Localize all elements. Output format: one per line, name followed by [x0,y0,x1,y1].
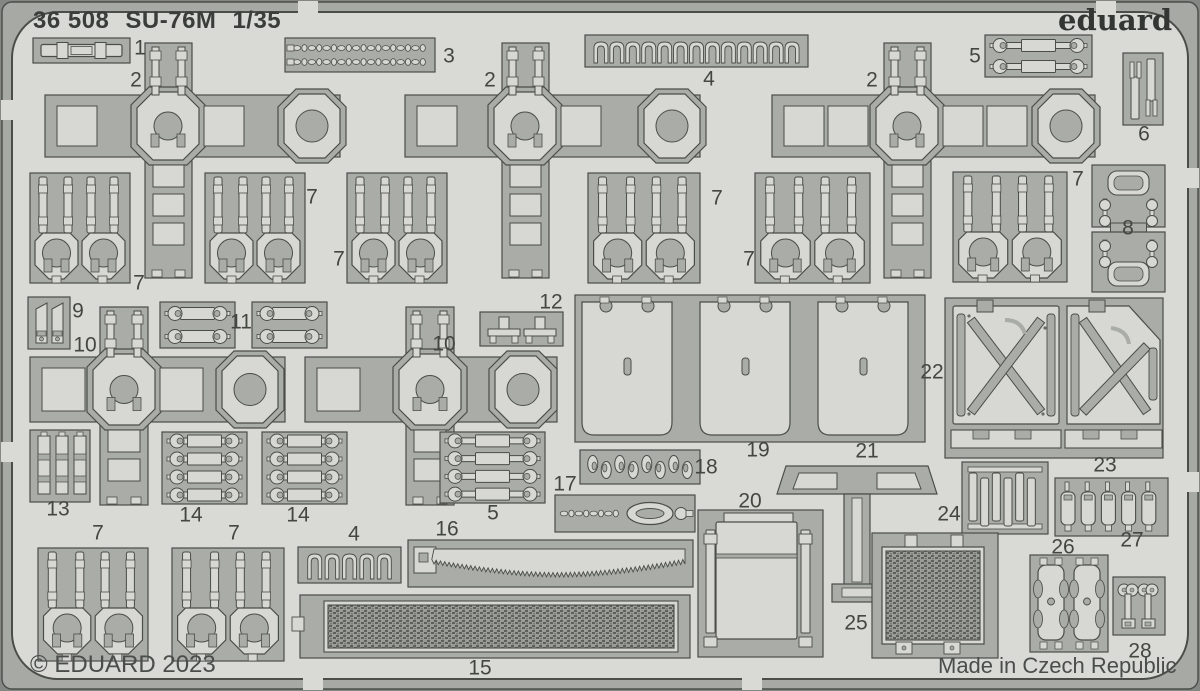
part-number-label: 17 [553,473,576,496]
part-7-group [346,172,448,284]
part-26-wavy-strips [1029,554,1109,653]
part-number-label: 14 [286,504,310,527]
part-number-label: 19 [746,439,769,462]
part-number-label: 7 [743,248,755,271]
part-19-doors [574,294,926,443]
part-number-label: 7 [1072,168,1084,191]
part-number-label: 23 [1093,454,1116,477]
part-number-label: 3 [443,45,455,68]
part-number-label: 15 [468,657,491,680]
part-number-label: 9 [72,300,84,323]
part-number-label: 7 [133,272,145,295]
part-number-label: 2 [484,69,496,92]
part-15-mesh-strip [291,594,691,659]
eduard-logo: eduard [1058,3,1173,37]
part-number-label: 10 [73,334,96,357]
part-14-turnbuckles [261,431,348,505]
part-3-chains [284,37,436,73]
part-number-label: 6 [1138,123,1150,146]
part-18-hooks [579,449,701,485]
part-number-label: 7 [333,248,345,271]
part-11-turnbuckles [159,301,236,349]
part-28-keys [1112,576,1166,636]
part-number-label: 2 [866,69,878,92]
part-9-blades [27,296,71,350]
part-number-label: 1 [134,37,146,60]
copyright-text: © EDUARD 2023 [30,651,216,678]
sheet-code: 36 508 [33,7,110,34]
part-20-frame [697,509,824,658]
part-11-turnbuckles [251,301,328,349]
part-21-tee [776,465,938,603]
part-8-ladder [1091,222,1166,293]
part-10-cross [304,306,558,506]
part-number-label: 7 [92,522,104,545]
part-number-label: 7 [711,187,723,210]
part-number-label: 14 [179,504,203,527]
part-number-label: 2 [130,69,142,92]
part-6-forks [1122,52,1164,126]
part-22-23-panels [944,297,1164,459]
part-7-group [587,172,701,284]
part-number-label: 21 [855,440,878,463]
part-2-cross [771,42,1101,279]
part-number-label: 5 [487,502,499,525]
part-4-comb [584,34,809,68]
scale: 1/35 [232,7,282,34]
part-number-label: 7 [228,522,240,545]
part-number-label: 27 [1120,529,1143,552]
part-number-label: 7 [306,186,318,209]
part-7-group [29,172,131,284]
part-number-label: 28 [1128,640,1151,663]
part-27-cylinders [1054,477,1169,537]
part-number-label: 5 [969,45,981,68]
part-14-turnbuckles [161,431,248,505]
part-5-turnbuckles [439,431,546,504]
part-24-slats [961,461,1049,535]
origin-text: Made in Czech Republic [938,653,1177,678]
part-13-strips [29,429,91,503]
part-number-label: 11 [230,311,252,334]
part-2-cross [44,42,347,279]
product-name: SU-76M [125,7,217,34]
part-5-turnbuckles [984,34,1093,78]
part-2-cross [404,42,707,279]
fret-parts [27,34,1169,662]
part-number-label: 25 [844,612,867,635]
part-number-label: 20 [738,490,761,513]
part-number-label: 22 [920,361,943,384]
part-number-label: 8 [1122,217,1134,240]
part-number-label: 26 [1051,536,1074,559]
part-17-tow-cable [554,494,696,533]
part-7-group [204,172,306,284]
part-7-group [952,171,1068,283]
part-12-tees [479,311,564,347]
part-7-group [171,547,285,662]
part-8-ladder [1091,164,1166,228]
part-7-group [37,547,149,662]
part-number-label: 4 [348,523,360,546]
part-number-label: 18 [694,456,717,479]
part-4-comb [297,546,402,584]
part-25-mesh-panel [871,532,999,659]
part-number-label: 24 [937,503,961,526]
part-10-cross [29,306,286,506]
part-1-latch [32,37,131,64]
sheet-title: 36 508 SU-76M 1/35 [33,7,281,35]
part-number-label: 16 [435,518,458,541]
part-16-saw [407,539,694,588]
part-number-label: 4 [703,68,715,91]
part-number-label: 13 [46,498,69,521]
part-number-label: 12 [539,291,562,314]
part-7-group [754,172,871,284]
part-number-label: 10 [432,333,455,356]
